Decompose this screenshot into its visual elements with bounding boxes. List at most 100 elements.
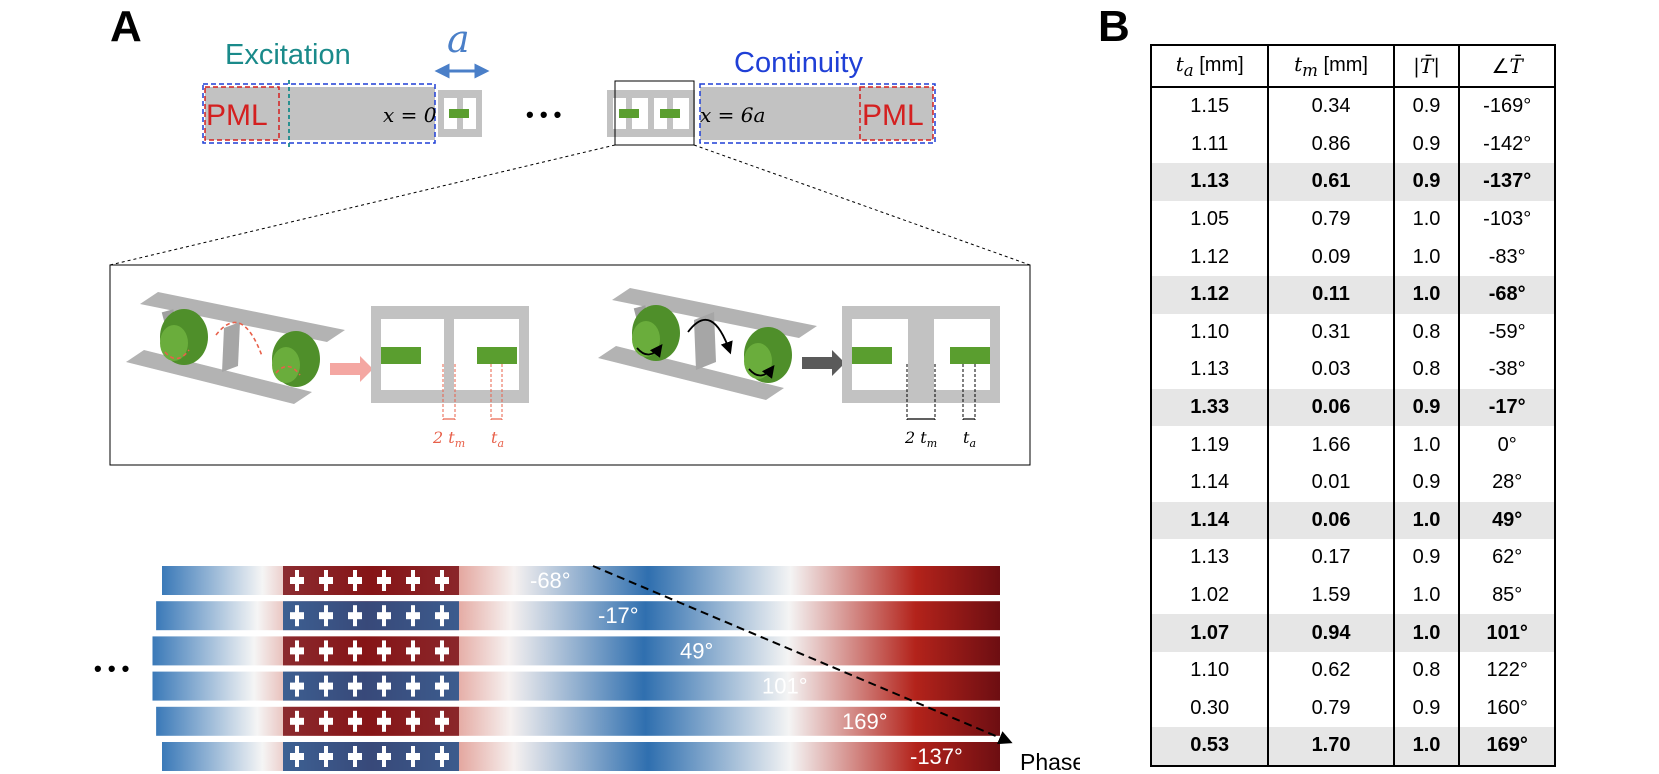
unit-cell-mark: [382, 605, 386, 627]
unit-cell-mark: [324, 640, 328, 662]
right-pml-boundary: [859, 86, 934, 141]
table-cell-ang: -142°: [1458, 125, 1556, 164]
table-cell-ta: 1.07: [1149, 614, 1270, 652]
table-cell-ta: 0.30: [1149, 689, 1270, 728]
strip-phase-label: 101°: [762, 674, 808, 699]
field-strip-cells: [283, 671, 459, 701]
table-cell-mag: 1.0: [1392, 727, 1461, 767]
field-strip-cells: [283, 601, 459, 631]
table-cell-mag: 0.9: [1392, 125, 1461, 164]
x0-label: x = 0: [383, 103, 437, 127]
unit-cell-mark: [324, 675, 328, 697]
left-pml-boundary: [204, 86, 280, 141]
schematic-diagram: Excitation Continuity a PML x = 0 • • • …: [94, 17, 1080, 774]
table-cell-mag: 1.0: [1392, 576, 1461, 615]
zoom-line-right: [693, 144, 1031, 266]
table-cell-tm: 0.06: [1267, 388, 1395, 427]
table-cell-mag: 1.0: [1392, 426, 1461, 464]
table-cell-mag: 0.9: [1392, 689, 1461, 728]
table-cell-mag: 1.0: [1392, 238, 1461, 276]
unit-cells-last: [607, 90, 695, 137]
table-cell-ang: -38°: [1458, 351, 1556, 389]
dim-2tm-left: 2 tm: [432, 428, 465, 450]
phase-label: Phase: [1020, 749, 1080, 774]
header-ta: ta [mm]: [1149, 44, 1270, 88]
table-cell-ta: 1.14: [1149, 501, 1270, 540]
unit-cell-3d-right: [598, 288, 817, 400]
table-cell-mag: 0.9: [1392, 539, 1461, 577]
right-waveguide: [700, 87, 933, 140]
field-strip-band: [156, 601, 1001, 631]
table-cell-tm: 1.70: [1267, 727, 1395, 767]
x6a-label: x = 6a: [700, 103, 765, 127]
zoom-line-left: [109, 144, 616, 266]
unit-cell-mark: [440, 605, 444, 627]
unit-cell-mark: [382, 746, 386, 767]
table-cell-tm: 0.06: [1267, 501, 1395, 540]
unit-cell-mark: [353, 746, 357, 767]
unit-cell-mark: [353, 605, 357, 627]
table-cell-ta: 1.10: [1149, 313, 1270, 352]
table-cell-tm: 1.66: [1267, 426, 1395, 464]
field-strips: -68°-17°49°101°169°-137°: [152, 566, 1001, 771]
field-strip-cells: [283, 742, 459, 771]
table-cell-ang: 160°: [1458, 689, 1556, 728]
left-waveguide: [205, 87, 435, 140]
unit-cell-mark: [440, 675, 444, 697]
unit-cell-mark: [324, 570, 328, 591]
field-strip: 49°: [152, 636, 1000, 666]
table-cell-mag: 0.9: [1392, 163, 1461, 201]
table-cell-ang: 85°: [1458, 576, 1556, 615]
table-cell-tm: 0.62: [1267, 651, 1395, 690]
unit-cell-mark: [440, 570, 444, 591]
unit-cell-mark: [411, 746, 415, 767]
field-strip-cells: [283, 636, 459, 666]
table-cell-ta: 1.19: [1149, 426, 1270, 464]
unit-cell-3d-left: [126, 292, 345, 404]
unit-cell-mark: [440, 640, 444, 662]
table-cell-ang: -59°: [1458, 313, 1556, 352]
phase-arrow: [592, 565, 1013, 745]
table-cell-mag: 1.0: [1392, 501, 1461, 540]
strip-phase-label: -137°: [910, 744, 963, 769]
unit-cell-first: [438, 90, 482, 137]
table-cell-mag: 0.9: [1392, 86, 1461, 126]
table-cell-tm: 0.86: [1267, 125, 1395, 164]
table-cell-tm: 0.01: [1267, 463, 1395, 502]
dim-2tm-right: 2 tm: [904, 428, 937, 450]
unit-cell-mark: [440, 710, 444, 732]
field-strip: 101°: [152, 671, 1000, 701]
table-cell-ang: 49°: [1458, 501, 1556, 540]
field-strip: -137°: [162, 742, 1000, 771]
table-cell-ang: -83°: [1458, 238, 1556, 276]
header-magnitude: |T̄|: [1392, 44, 1461, 88]
table-cell-ang: -103°: [1458, 200, 1556, 239]
detail-panel: [109, 264, 1031, 466]
table-cell-mag: 1.0: [1392, 200, 1461, 239]
table-cell-mag: 0.8: [1392, 351, 1461, 389]
table-cell-ta: 1.02: [1149, 576, 1270, 615]
unit-cell-mark: [411, 570, 415, 591]
left-blue-boundary: [202, 83, 436, 144]
pml-left-label: PML: [206, 99, 268, 132]
table-cell-tm: 0.31: [1267, 313, 1395, 352]
field-strip-cells: [283, 566, 459, 595]
table-cell-tm: 0.17: [1267, 539, 1395, 577]
unit-cell-mark: [411, 640, 415, 662]
zoom-box: [614, 80, 695, 146]
panel-b-letter: B: [1098, 2, 1130, 51]
unit-cell-mark: [411, 675, 415, 697]
table-cell-ta: 1.12: [1149, 238, 1270, 276]
unit-cell-mark: [353, 675, 357, 697]
